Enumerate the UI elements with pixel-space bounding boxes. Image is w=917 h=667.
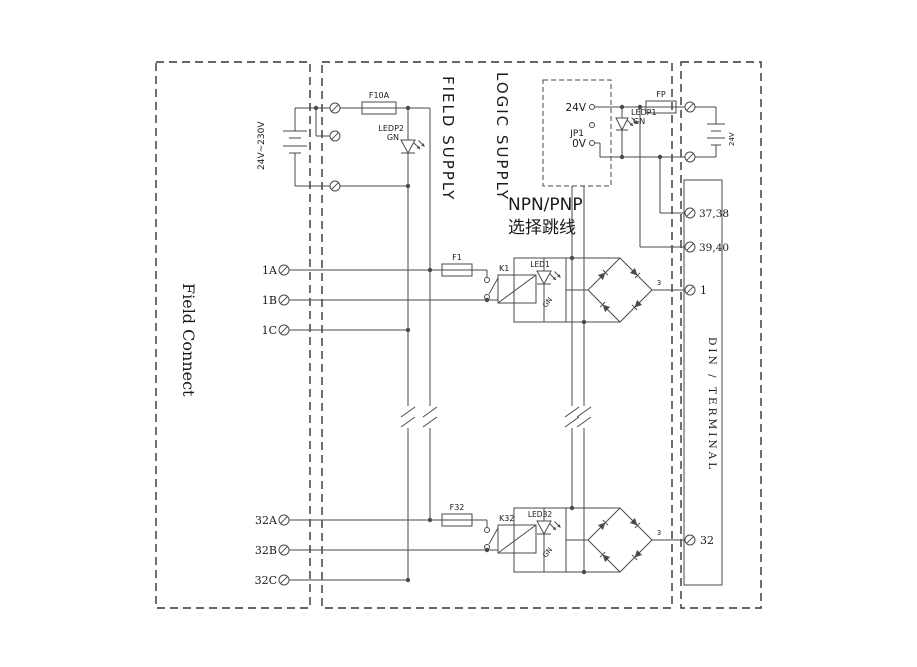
label-terminal-32: 32: [700, 534, 714, 547]
section-label-logic-supply: LOGIC SUPPLY: [493, 72, 511, 201]
terminal-1a: [278, 264, 290, 276]
label-input-range: 24V~230V: [257, 121, 267, 170]
label-fuse-f32: F32: [450, 503, 465, 512]
terminal-39-40: [684, 241, 696, 253]
led32-icon: [536, 520, 561, 536]
terminal-32c: [278, 574, 290, 586]
label-32c: 32C: [255, 574, 277, 587]
label-ledp1-color: GN: [633, 117, 645, 126]
terminal-37-38: [684, 207, 696, 219]
led1-icon: [536, 270, 561, 286]
label-1c: 1C: [262, 324, 277, 337]
section-frames: [155, 61, 762, 609]
section-label-din-terminal: DIN / TERMINAL: [706, 337, 718, 472]
bridge-rectifier-ch32: [587, 507, 653, 573]
wire-break-icon: [576, 406, 592, 428]
relay-k32: [497, 524, 537, 554]
terminal-field-supply-2: [329, 130, 341, 142]
wire-break-icon: [564, 406, 580, 428]
label-terminal-37-38: 37,38: [699, 208, 729, 220]
label-logic-24v: 24V: [728, 132, 736, 146]
ledp1-icon: [615, 117, 638, 132]
label-led32-color: GN: [541, 546, 554, 559]
terminal-32b: [278, 544, 290, 556]
bridge-rectifier-ch1: [587, 257, 653, 323]
ledp2-icon: [400, 139, 425, 155]
label-fuse-f1: F1: [452, 253, 462, 262]
terminal-out-32: [684, 534, 696, 546]
label-1a: 1A: [262, 264, 278, 277]
label-jumper-select-cn: 选择跳线: [508, 218, 576, 238]
label-fuse-fp: FP: [656, 90, 666, 99]
terminal-32a: [278, 514, 290, 526]
label-terminal-39-40: 39,40: [699, 242, 729, 254]
section-label-field-connect: Field Connect: [179, 283, 198, 397]
contact-k1-icon: [484, 277, 490, 300]
jumper-jp1-pins: [589, 104, 595, 146]
label-jumper-24v: 24V: [565, 102, 586, 114]
fuse-f10a: [361, 101, 397, 115]
label-32b: 32B: [255, 544, 277, 557]
section-label-field-supply: FIELD SUPPLY: [439, 76, 457, 201]
label-led1: LED1: [530, 260, 550, 269]
label-ledp2: LEDP2: [378, 124, 404, 133]
label-led32: LED32: [528, 510, 552, 519]
terminal-logic-0v: [684, 151, 696, 163]
logic-battery-icon: [707, 123, 725, 146]
label-jumper-0v: 0V: [572, 138, 587, 150]
label-32a: 32A: [255, 514, 278, 527]
circuit-wiring: [289, 106, 717, 581]
terminal-out-1: [684, 284, 696, 296]
terminal-1c: [278, 324, 290, 336]
terminal-block-outline: [683, 179, 723, 586]
module-ch1-outline: [513, 257, 567, 323]
label-relay-k32: K32: [499, 514, 514, 523]
jumper-jp1-frame: [542, 79, 612, 187]
wire-break-icon: [400, 406, 416, 428]
label-1b: 1B: [262, 294, 277, 307]
supply-frame: [321, 61, 673, 609]
din-terminal-frame: [680, 61, 762, 609]
junction-dots: [313, 104, 663, 583]
terminal-field-supply-1: [329, 102, 341, 114]
contact-k32-icon: [484, 527, 490, 550]
field-battery-icon: [283, 108, 307, 186]
fuse-f1: [441, 263, 473, 277]
label-relay-k1: K1: [499, 264, 509, 273]
fuse-fp: [645, 100, 677, 114]
label-bridge1-pin3: 3: [657, 279, 661, 287]
label-bridge32-pin3: 3: [657, 529, 661, 537]
label-led1-color: GN: [541, 296, 554, 309]
terminal-1b: [278, 294, 290, 306]
wire-break-icon: [422, 406, 438, 428]
relay-k1: [497, 274, 537, 304]
label-ledp2-color: GN: [387, 133, 399, 142]
terminal-logic-24v: [684, 101, 696, 113]
label-fuse-f10a: F10A: [369, 91, 390, 100]
label-terminal-1: 1: [700, 284, 707, 297]
module-ch32-outline: [513, 507, 567, 573]
fuse-f32: [441, 513, 473, 527]
label-npn-pnp: NPN/PNP: [508, 195, 583, 215]
label-ledp1: LEDP1: [631, 108, 657, 117]
terminal-field-supply-3: [329, 180, 341, 192]
label-jumper-jp1: JP1: [569, 129, 584, 139]
